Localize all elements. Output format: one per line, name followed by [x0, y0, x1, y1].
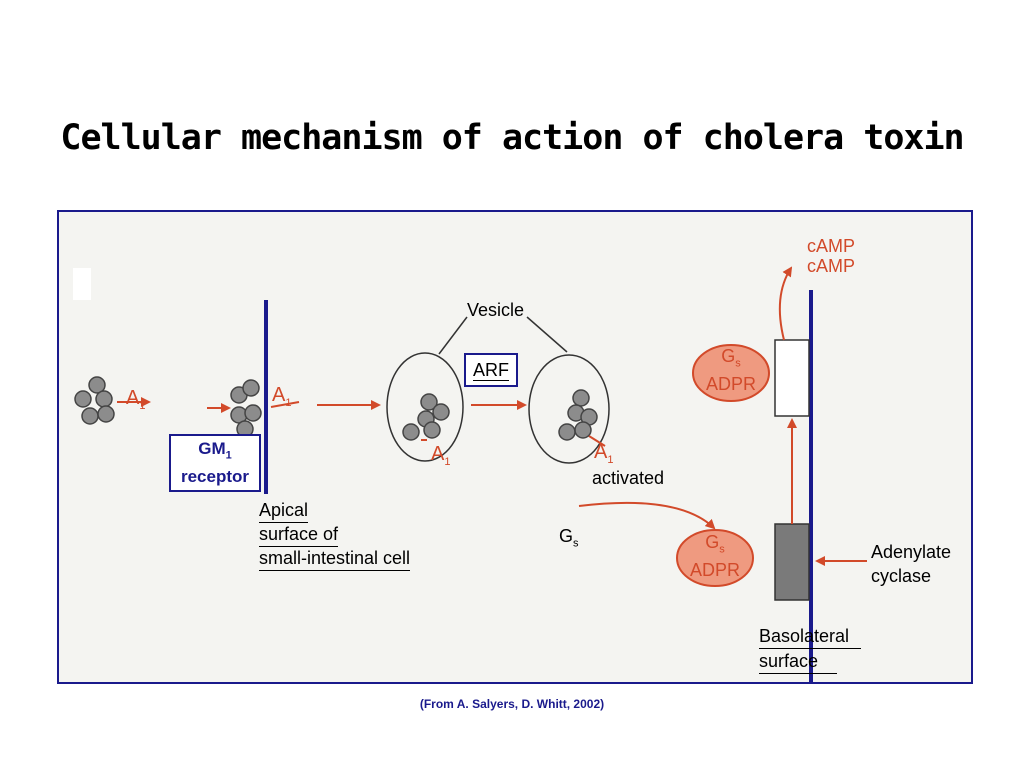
- activated-label: activated: [592, 468, 665, 488]
- apical-line-1: Apical: [259, 499, 309, 523]
- vesicle-label: Vesicle: [467, 300, 525, 320]
- camp-label-2: cAMP: [807, 256, 856, 276]
- vesicle-pointer-left: [438, 316, 468, 355]
- page-title: Cellular mechanism of action of cholera …: [60, 118, 964, 158]
- label-a1-vesicle: A1: [431, 443, 451, 468]
- gs-adpr-upper-label: Gs ADPR: [705, 346, 756, 394]
- apical-line-2: surface of: [259, 523, 339, 547]
- basolateral-line-2: surface: [759, 649, 837, 674]
- a1-line-bound: [270, 401, 300, 408]
- arrow-camp-production: [778, 266, 793, 341]
- label-a1-free: A1: [126, 387, 146, 412]
- gs-label: Gs: [559, 526, 579, 550]
- diagram-frame: A1 A1 A1 A1 GM1 receptor Apical surface …: [57, 210, 973, 684]
- gm1-receptor-box: GM1 receptor: [169, 434, 261, 492]
- arrow-gs-to-adpr: [578, 501, 716, 530]
- adenylate-cyclase-label: Adenylate cyclase: [871, 542, 952, 586]
- label-a1-bound: A1: [272, 384, 292, 409]
- receptor-label: receptor: [180, 467, 250, 487]
- basolateral-line-1: Basolateral: [759, 624, 861, 649]
- a1-line-activated: [588, 435, 606, 447]
- label-a1-activated: A1: [594, 441, 614, 466]
- diagram-canvas: [73, 266, 867, 682]
- toxin-bound: [230, 379, 262, 438]
- gs-adpr-node-lower: [676, 529, 754, 587]
- vesicle-pointer-right: [526, 316, 568, 353]
- adenylate-cyclase-box: [774, 523, 810, 601]
- basolateral-surface-label: Basolateral surface: [759, 624, 861, 674]
- toxin-in-vesicle-right: [558, 389, 598, 441]
- apical-surface-label: Apical surface of small-intestinal cell: [259, 499, 411, 571]
- white-patch: [73, 268, 91, 300]
- camp-label: cAMP cAMP: [807, 236, 855, 276]
- apical-line-3: small-intestinal cell: [259, 547, 411, 571]
- source-caption: (From A. Salyers, D. Whitt, 2002): [419, 697, 605, 711]
- gs-binding-box: [774, 339, 810, 417]
- gm1-label: GM1: [198, 439, 232, 462]
- camp-label-1: cAMP: [807, 236, 856, 256]
- toxin-free: [74, 376, 115, 425]
- gs-adpr-lower-label: Gs ADPR: [689, 532, 740, 580]
- toxin-in-vesicle-left: [402, 393, 450, 441]
- arf-box: ARF: [464, 353, 518, 387]
- gs-adpr-node-upper: [692, 344, 770, 402]
- arf-label: ARF: [473, 360, 509, 381]
